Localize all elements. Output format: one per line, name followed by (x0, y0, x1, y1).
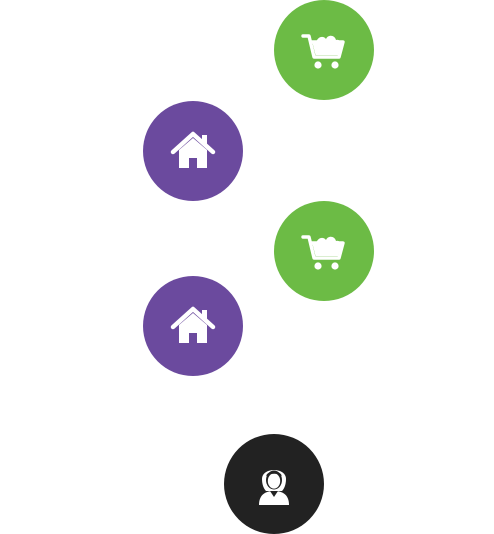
user-avatar-icon (247, 457, 301, 511)
cart-button[interactable] (274, 201, 374, 301)
cart-button[interactable] (274, 0, 374, 100)
user-avatar-button[interactable] (224, 434, 324, 534)
home-icon (166, 299, 220, 353)
home-icon (166, 124, 220, 178)
shopping-cart-icon (297, 23, 351, 77)
home-button[interactable] (143, 101, 243, 201)
shopping-cart-icon (297, 224, 351, 278)
home-button[interactable] (143, 276, 243, 376)
